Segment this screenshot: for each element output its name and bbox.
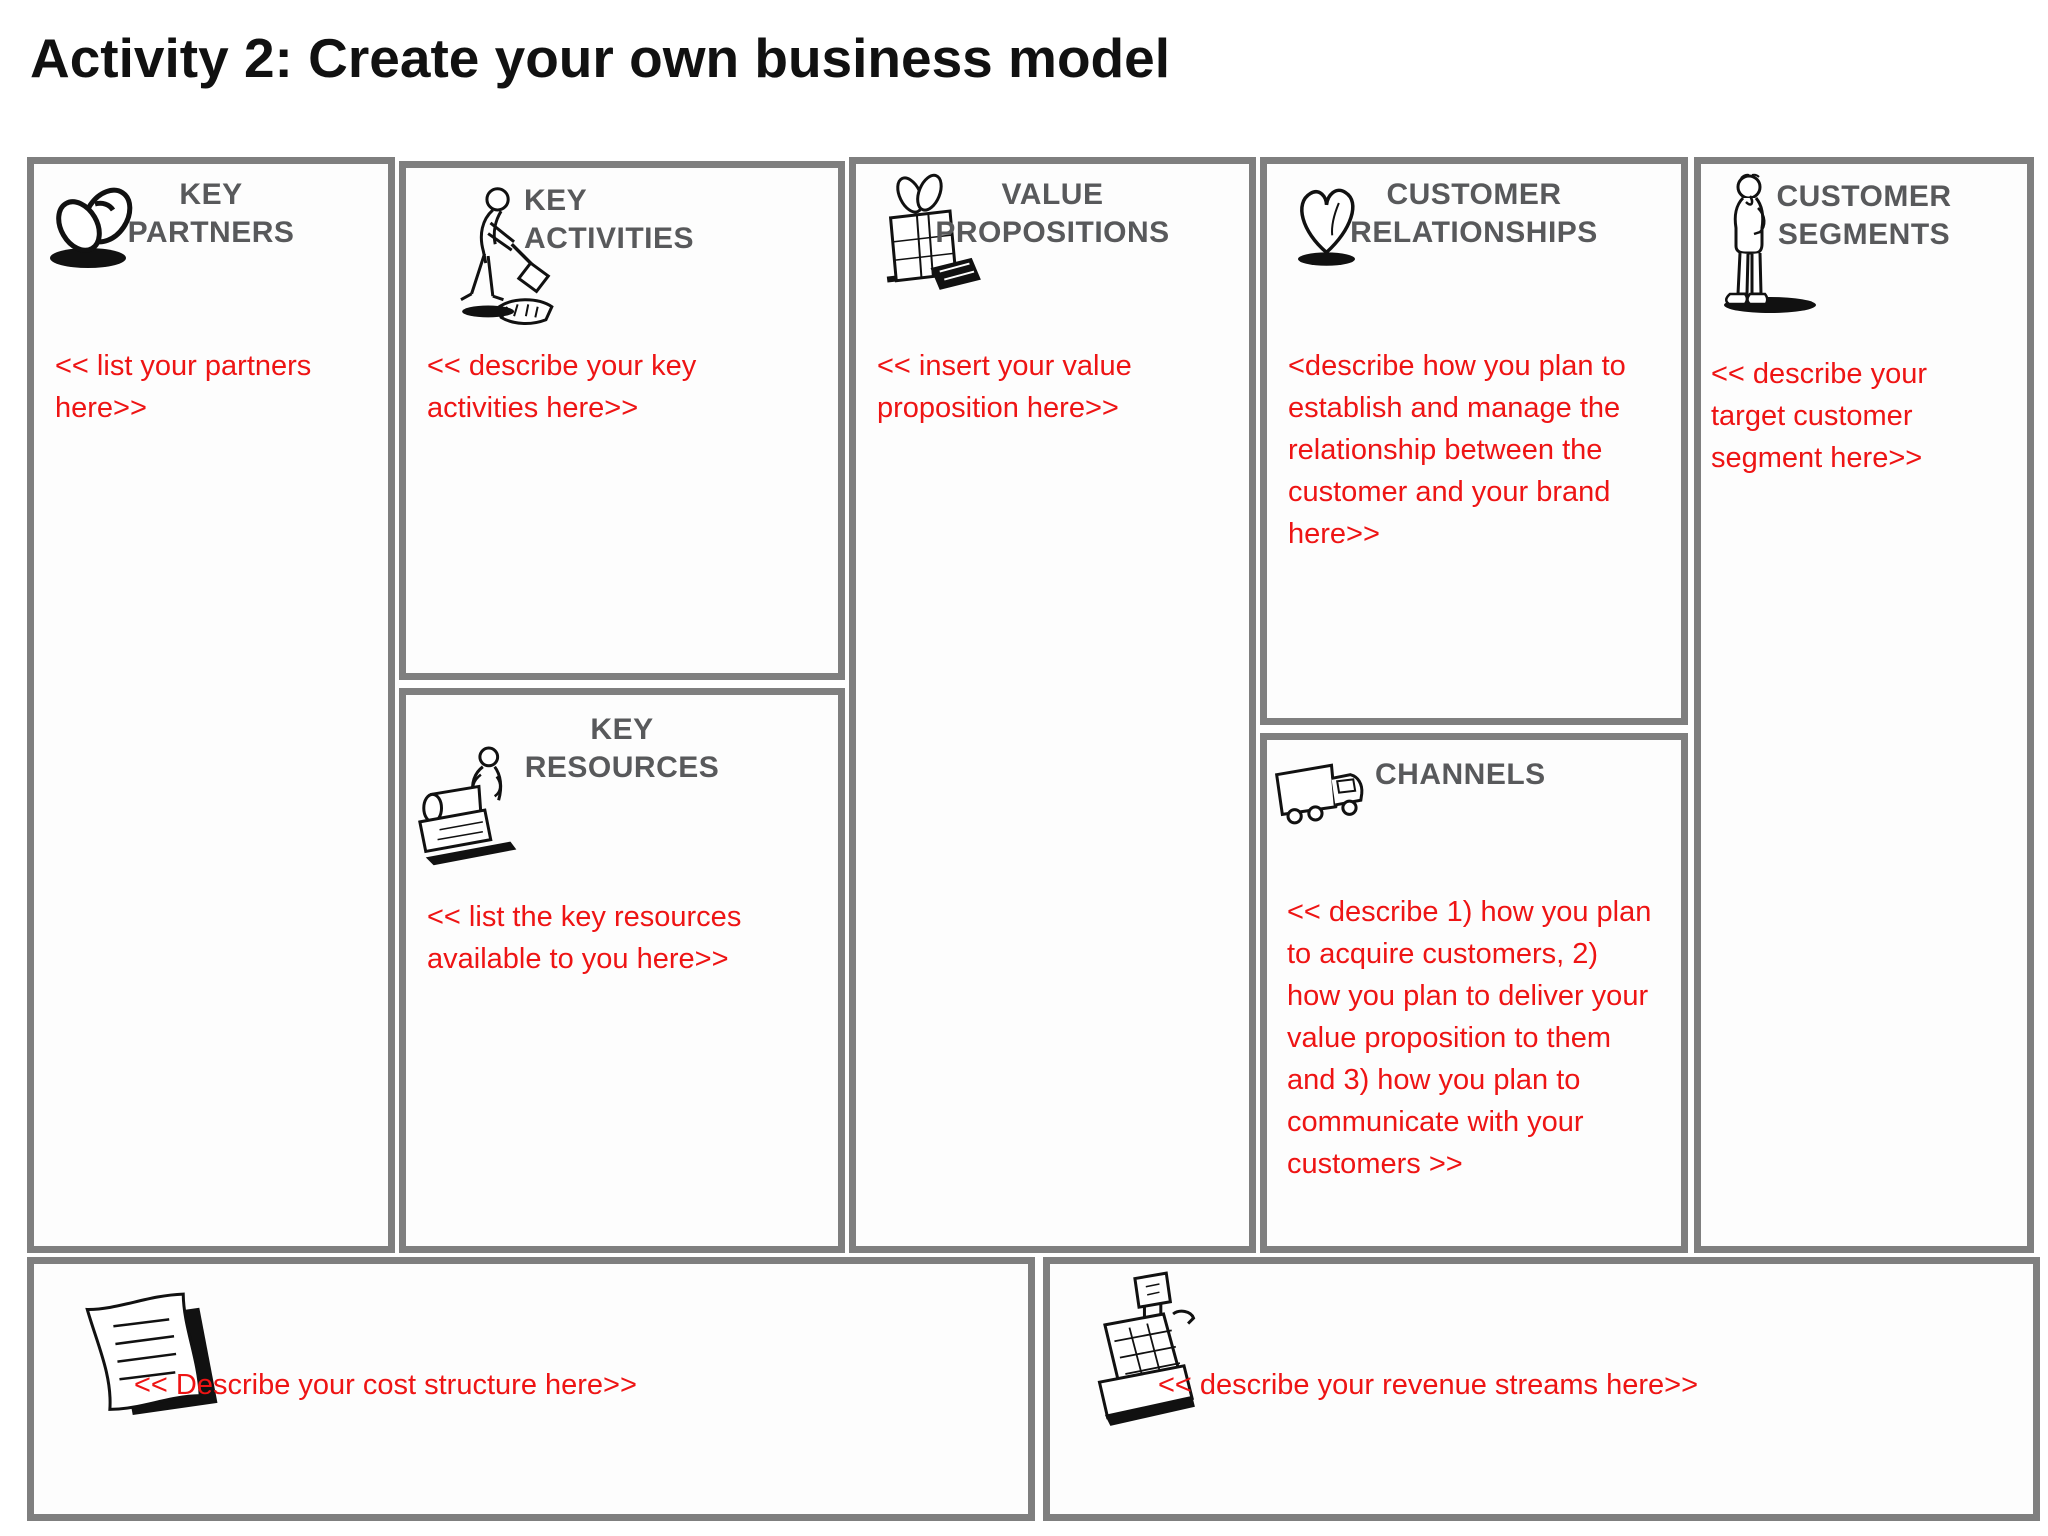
panel-revenue-streams: << describe your revenue streams here>> [1043, 1257, 2040, 1521]
value-propositions-placeholder: << insert your value proposition here>> [877, 350, 1132, 424]
standing-person-icon [1724, 172, 1816, 313]
customer-segments-heading-line1: CUSTOMER [1776, 180, 1952, 213]
panel-value-propositions: VALUE PROPOSITIONS << insert your value … [849, 157, 1256, 1253]
key-resources-placeholder: << list the key resources available to y… [427, 901, 742, 975]
key-activities-heading: KEY ACTIVITIES [524, 182, 838, 258]
channels-heading-line1: CHANNELS [1375, 758, 1546, 791]
channels-heading: CHANNELS [1375, 756, 1681, 794]
key-activities-placeholder: << describe your key activities here>> [427, 350, 697, 424]
customer-segments-heading: CUSTOMER SEGMENTS [1701, 178, 2027, 254]
panel-key-partners: KEY PARTNERS << list your partners here>… [27, 157, 395, 1253]
delivery-truck-icon [1271, 748, 1375, 842]
person-with-boxes-icon [410, 739, 517, 866]
key-partners-heading-line1: KEY [179, 178, 243, 211]
panel-customer-segments: CUSTOMER SEGMENTS << describe your targe… [1694, 157, 2034, 1253]
customer-relationships-heading-line1: CUSTOMER [1386, 178, 1562, 211]
cost-structure-placeholder: << Describe your cost structure here>> [134, 1369, 637, 1401]
panel-key-resources: KEY RESOURCES << list the key resources … [399, 688, 845, 1253]
key-partners-placeholder: << list your partners here>> [55, 350, 312, 424]
key-resources-heading-line1: KEY [590, 713, 654, 746]
gift-box-icon [862, 164, 981, 290]
channels-placeholder: << describe 1) how you plan to acquire c… [1287, 896, 1652, 1180]
panel-customer-relationships: CUSTOMER RELATIONSHIPS <describe how you… [1260, 157, 1688, 725]
key-activities-heading-line2: ACTIVITIES [524, 222, 695, 255]
panel-key-activities: KEY ACTIVITIES << describe your key acti… [399, 161, 845, 680]
panel-cost-structure: << Describe your cost structure here>> [27, 1257, 1035, 1521]
key-resources-heading: KEY RESOURCES [406, 711, 838, 787]
digging-person-icon [448, 182, 566, 330]
customer-relationships-heading-line2: RELATIONSHIPS [1350, 216, 1598, 249]
value-propositions-heading-line1: VALUE [1001, 178, 1104, 211]
customer-relationships-heading: CUSTOMER RELATIONSHIPS [1267, 176, 1681, 252]
key-partners-heading-line2: PARTNERS [127, 216, 295, 249]
key-partners-heading: KEY PARTNERS [34, 176, 388, 252]
heart-icon [1298, 168, 1355, 266]
value-propositions-heading: VALUE PROPOSITIONS [856, 176, 1249, 252]
value-propositions-heading-line2: PROPOSITIONS [935, 216, 1170, 249]
receipt-icon [62, 1272, 218, 1416]
revenue-streams-placeholder: << describe your revenue streams here>> [1158, 1369, 1699, 1401]
customer-segments-heading-line2: SEGMENTS [1777, 218, 1951, 251]
cash-register-icon [1064, 1268, 1214, 1426]
customer-relationships-placeholder: <describe how you plan to establish and … [1288, 350, 1626, 550]
interlocked-rings-icon [50, 180, 146, 268]
customer-segments-placeholder: << describe your target customer segment… [1711, 358, 1928, 474]
key-resources-heading-line2: RESOURCES [524, 751, 720, 784]
panel-channels: CHANNELS << describe 1) how you plan to … [1260, 733, 1688, 1253]
page-title: Activity 2: Create your own business mod… [30, 27, 1171, 89]
key-activities-heading-line1: KEY [524, 184, 588, 217]
